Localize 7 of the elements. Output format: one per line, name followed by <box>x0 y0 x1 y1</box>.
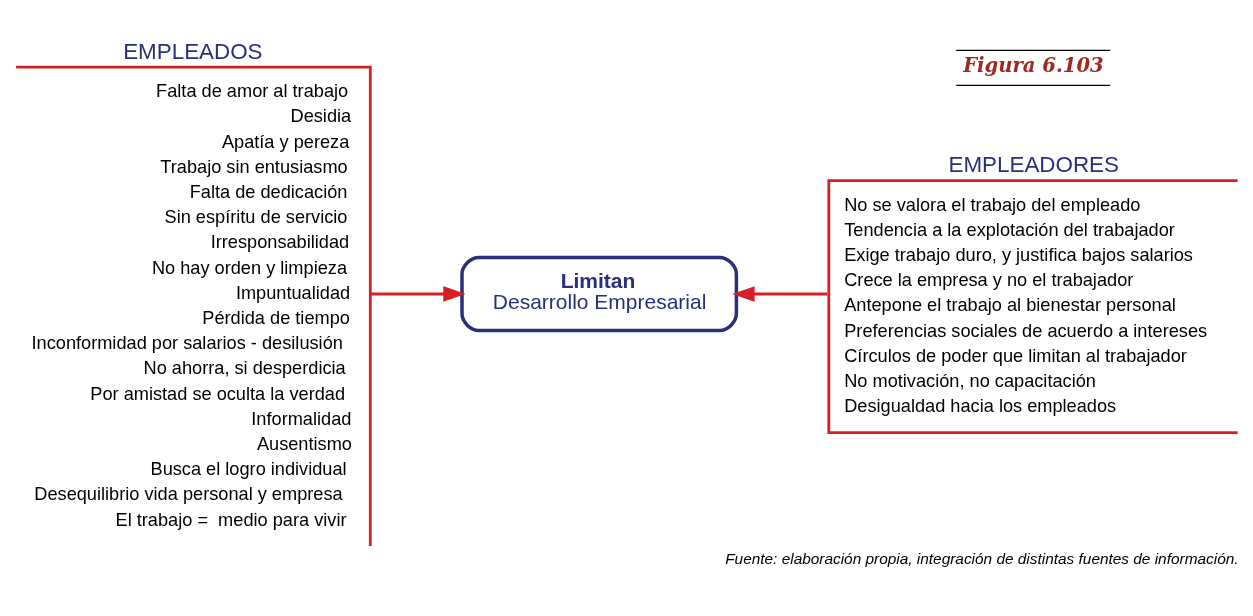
arrow <box>732 286 828 302</box>
caption: Fuente: elaboración propia, integración de distintas fuentes de información. <box>725 549 1239 567</box>
node-box: Limitan Desarrollo Empresarial <box>460 255 739 333</box>
arrow <box>371 286 466 302</box>
node-text: EMPLEADOS Falta de amor al trabajo Desidia Apatía y pereza Trabajo sin entusiasmo Falta de dedicación Sin espíritu de servicio Irresponsabilidad No hay orden y limpieza Impuntualidad Pérdida de tiempo Inconformidad por salarios - desilusión No ahorra, si desperdicia Por amistad se oculta la verdad Informalidad Ausentismo Busca el logro individual Desequilibrio vida personal y empresa El trabajo = medio para vivir <box>31 38 352 530</box>
label: Figura 6.103 <box>963 53 1104 77</box>
node-text: EMPLEADORES No se valora el trabajo del empleado Tendencia a la explotación del trabajador Exige trabajo duro, y justifica bajos salarios Crece la empresa y no el trabajador Antepone el trabajo al bienestar personal Preferencias sociales de acuerdo a intereses Círculos de poder que limitan al trabajador No motivación, no capacitación Desigualdad hacia los empleados <box>844 151 1208 417</box>
